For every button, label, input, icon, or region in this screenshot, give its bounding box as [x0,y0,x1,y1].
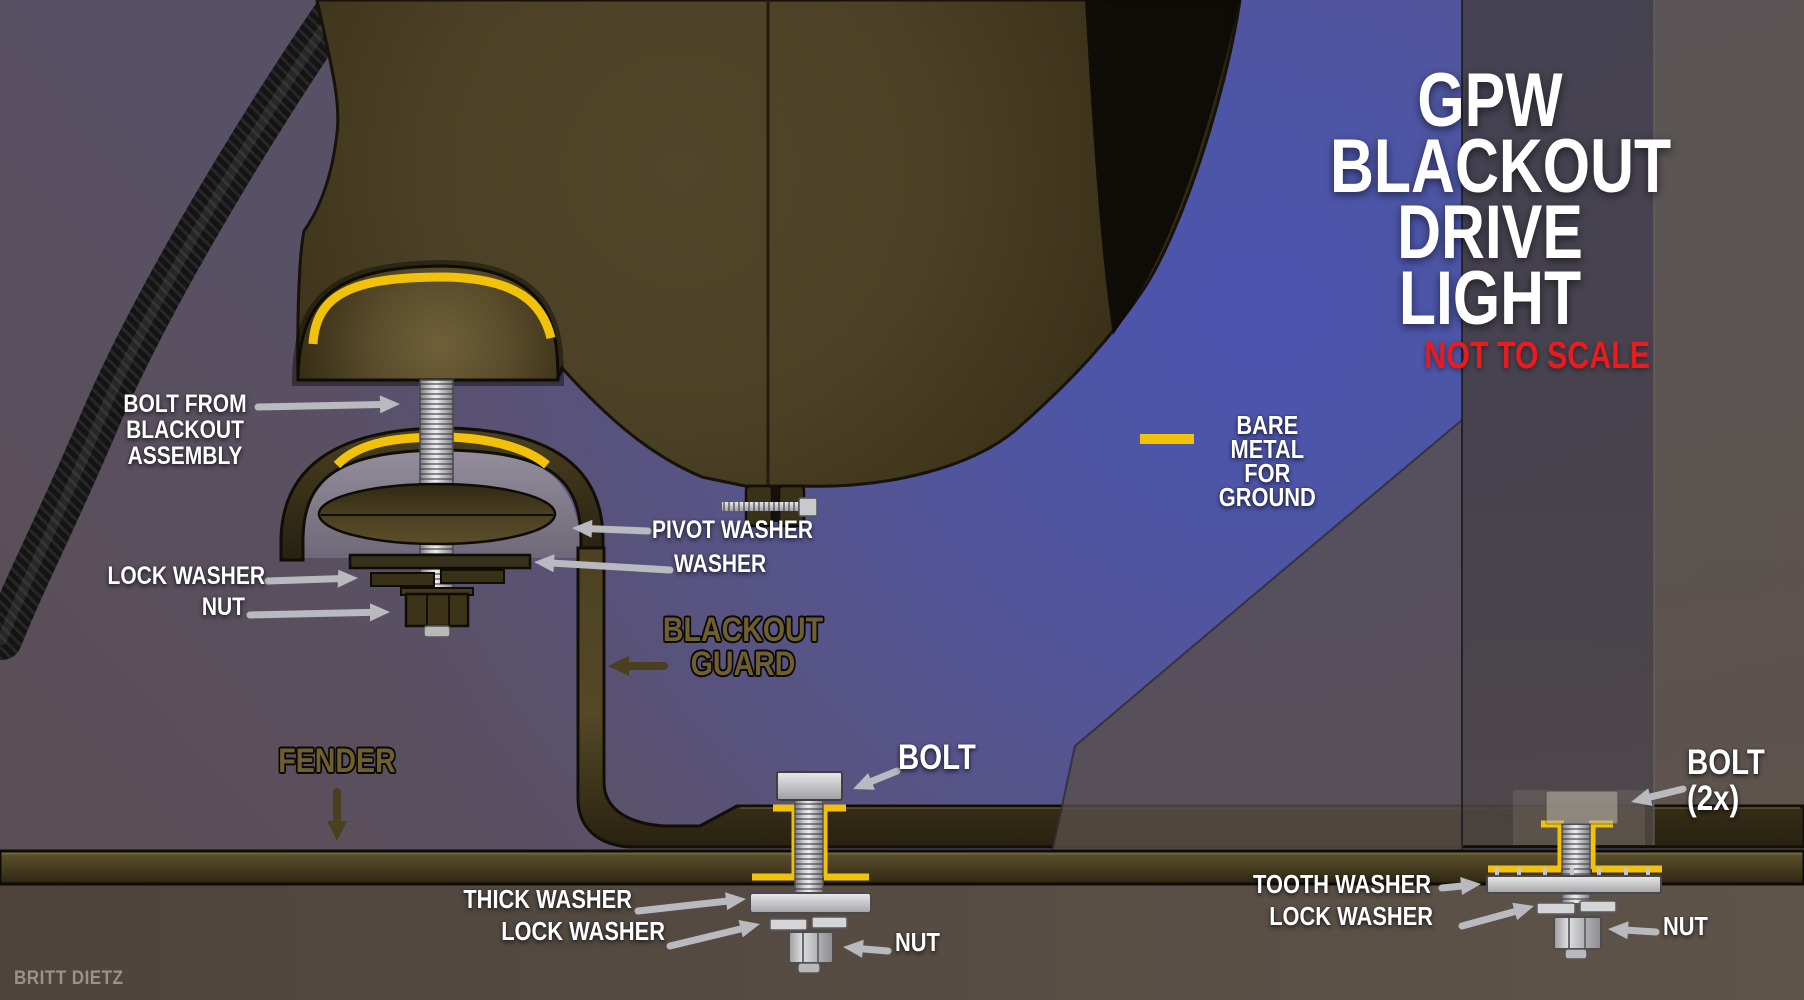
flat-washer [348,553,532,570]
arrow-nut-br [1608,921,1660,940]
fender-bolt-left [749,771,872,974]
credit: BRITT DIETZ [14,968,124,989]
legend-line-2: FOR GROUND [1218,458,1316,512]
legend-line-1: BARE METAL [1230,410,1305,464]
arrow-lock-washer-bl [666,920,760,950]
lock-washer-top [370,572,435,587]
arrow-blackout-guard [608,656,668,676]
lock-washer [811,916,848,929]
bolt-head [776,771,843,801]
title-block: GPW BLACKOUT DRIVE LIGHT NOT TO SCALE [1330,58,1672,377]
label-thick-washer: THICK WASHER [463,884,632,914]
arrow-nut-bl [843,939,892,958]
arrow-pivot-washer [572,519,652,538]
fender-bolt-right [1486,790,1662,960]
arrow-lock-washer-top [264,569,358,588]
lock-washer [1579,900,1617,913]
arrow-lock-washer-br [1458,902,1534,930]
label-lock-washer-bottom-right: LOCK WASHER [1269,901,1433,931]
arrow-nut-top [246,603,390,622]
label-nut-bottom-left: NUT [895,927,940,957]
label-blackout-guard: BLACKOUT GUARD [662,611,824,683]
thick-washer [749,892,872,914]
label-fender: FENDER [278,742,396,780]
below-fender-area [0,884,1804,1000]
lock-washer-top [440,569,505,584]
label-bolt-from-assembly: BOLT FROM BLACKOUT ASSEMBLY [123,390,247,470]
tooth-washer-teeth [1495,868,1650,877]
pivot-bracket-assembly [279,379,605,638]
legend-text: BARE METAL FOR GROUND [1198,410,1337,512]
label-pivot-washer: PIVOT WASHER [652,516,814,544]
tab-screw [722,497,818,517]
nut [788,931,834,964]
pedestal [296,264,560,382]
lock-washer [769,918,808,931]
bolt-head-ghost [1545,790,1619,825]
nut [1553,916,1602,950]
lock-washer [1536,902,1576,915]
callout-arrows [246,395,1687,958]
blackout-guard [576,546,1804,849]
label-bolt-left: BOLT [898,738,976,777]
label-washer: WASHER [674,550,767,578]
bracket-column [1461,0,1655,845]
nut-top [404,592,470,628]
arrow-bolt-2x [1631,785,1687,806]
title-line-3: DRIVE LIGHT [1397,190,1583,341]
arrow-bolt-from [254,395,400,414]
not-to-scale-note: NOT TO SCALE [1424,335,1650,377]
olive-arrows [327,656,668,841]
bare-metal-arc-pedestal [308,272,556,345]
title-line-1: GPW [1417,58,1563,143]
label-nut-top: NUT [201,593,245,621]
arrow-washer [534,554,674,574]
light-body-black-rim [1085,0,1240,335]
power-cable [0,0,356,660]
label-tooth-washer: TOOTH WASHER [1253,869,1431,899]
bare-metal-swatch [1140,434,1194,444]
label-nut-bottom-right: NUT [1663,911,1708,941]
arrow-fender [327,788,347,841]
label-lock-washer-bottom-left: LOCK WASHER [501,916,665,946]
title-line-2: BLACKOUT [1330,124,1672,209]
light-body [291,0,1242,528]
arrow-tooth-washer [1438,877,1481,895]
arrow-bolt-left [853,767,901,790]
label-bolt-2x: BOLT (2x) [1687,743,1765,818]
tooth-washer [1486,875,1662,894]
right-background-panel [1654,0,1804,852]
arrow-thick-washer [634,892,746,915]
label-lock-washer-top: LOCK WASHER [107,562,266,590]
